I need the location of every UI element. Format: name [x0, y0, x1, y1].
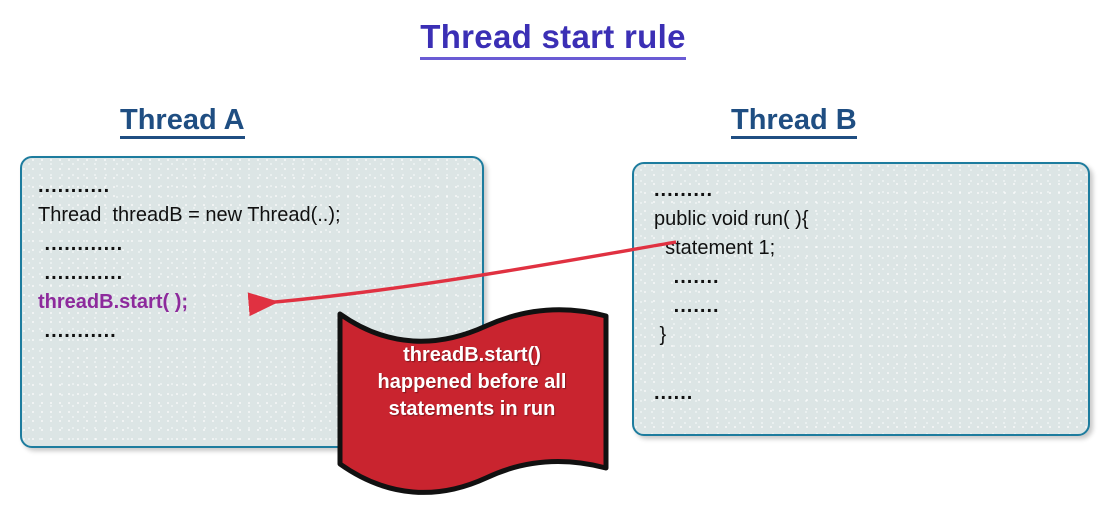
- code-line: statement 1;: [654, 237, 776, 259]
- code-line: .......: [654, 295, 720, 317]
- page-title-text: Thread start rule: [420, 19, 686, 60]
- code-line: public void run( ){: [654, 208, 809, 230]
- code-line: ......: [654, 382, 694, 404]
- thread-b-heading-text: Thread B: [731, 105, 857, 140]
- code-line: ............: [38, 233, 124, 255]
- thread-b-code-box: ......... public void run( ){ statement …: [632, 162, 1090, 436]
- banner-shape: [337, 307, 609, 495]
- code-line-highlighted: threadB.start( );: [38, 291, 189, 313]
- callout-banner: [337, 307, 609, 495]
- thread-a-heading-text: Thread A: [120, 105, 245, 140]
- page-title: Thread start rule: [0, 18, 1106, 60]
- code-line: [654, 350, 1080, 379]
- thread-a-heading: Thread A: [120, 104, 245, 140]
- thread-b-code-lines: ......... public void run( ){ statement …: [654, 176, 1080, 408]
- code-line: ...........: [38, 175, 111, 197]
- code-line: Thread threadB = new Thread(..);: [38, 204, 341, 226]
- code-line: }: [654, 324, 667, 346]
- code-line: ...........: [38, 320, 117, 342]
- code-line: ............: [38, 262, 124, 284]
- code-line: .........: [654, 179, 714, 201]
- code-line: .......: [654, 266, 720, 288]
- thread-b-heading: Thread B: [731, 104, 857, 140]
- thread-a-code-lines: ........... Thread threadB = new Thread(…: [38, 172, 474, 346]
